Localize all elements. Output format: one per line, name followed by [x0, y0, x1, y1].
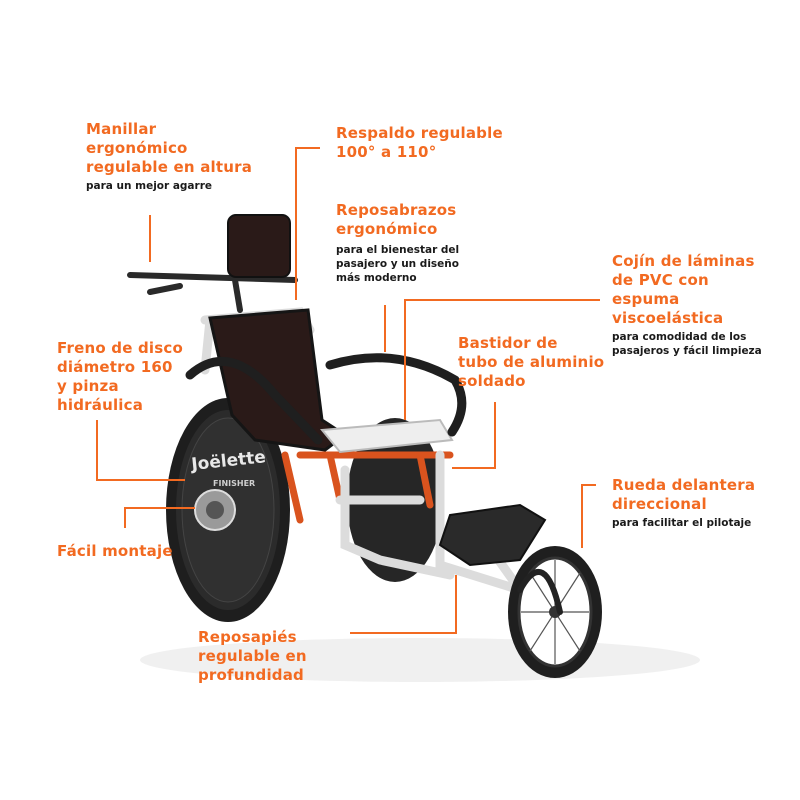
callout-respaldo-title: Respaldo regulable 100° a 110° — [336, 124, 503, 161]
front-fork — [517, 569, 563, 615]
callout-bastidor: Bastidor de tubo de aluminio soldado — [458, 334, 604, 391]
callout-bastidor-title: Bastidor de tubo de aluminio soldado — [458, 334, 605, 390]
leader-montaje — [124, 507, 195, 528]
callout-freno: Freno de disco diámetro 160 y pinza hidr… — [57, 339, 183, 415]
headrest — [227, 214, 291, 278]
callout-freno-title: Freno de disco diámetro 160 y pinza hidr… — [57, 339, 184, 414]
callout-manillar-sub: para un mejor agarre — [86, 180, 212, 192]
leader-bastidor — [452, 402, 496, 469]
front-wheel — [508, 546, 602, 678]
callout-rueda-sub: para facilitar el pilotaje — [612, 517, 752, 529]
callout-montaje: Fácil montaje — [57, 542, 173, 561]
leader-cojin — [404, 299, 600, 420]
leader-respaldo — [295, 147, 320, 300]
callout-montaje-title: Fácil montaje — [57, 542, 173, 560]
callout-reposapies-title: Reposapiés regulable en profundidad — [198, 628, 307, 684]
callout-reposabrazos-sub: para el bienestar del pasajero y un dise… — [336, 244, 460, 284]
armrests — [185, 353, 467, 445]
callout-cojin-title: Cojín de láminas de PVC con espuma visco… — [612, 252, 755, 327]
rear-wheel: Joëlette FINISHER — [166, 398, 290, 622]
callout-rueda: Rueda delantera direccional para facilit… — [612, 476, 755, 530]
callout-cojin-sub: para comodidad de los pasajeros y fácil … — [612, 331, 762, 357]
footrest — [438, 503, 547, 567]
leader-freno — [96, 420, 185, 481]
callout-respaldo: Respaldo regulable 100° a 110° — [336, 124, 503, 162]
wheel-model-text: FINISHER — [213, 479, 255, 488]
lower-frame — [281, 451, 454, 524]
callout-reposabrazos: Reposabrazos ergonómico para el bienesta… — [336, 201, 459, 285]
callout-manillar: Manillar ergonómico regulable en altura … — [86, 120, 252, 193]
callout-reposabrazos-title: Reposabrazos ergonómico — [336, 201, 457, 238]
leader-rueda — [581, 484, 596, 548]
callout-cojin: Cojín de láminas de PVC con espuma visco… — [612, 252, 762, 358]
leader-lines — [96, 147, 600, 634]
callout-rueda-title: Rueda delantera direccional — [612, 476, 756, 513]
callout-reposapies: Reposapiés regulable en profundidad — [198, 628, 307, 685]
callout-manillar-title: Manillar ergonómico regulable en altura — [86, 120, 253, 176]
leader-reposapies — [350, 575, 457, 634]
seat-cushion — [320, 418, 454, 454]
